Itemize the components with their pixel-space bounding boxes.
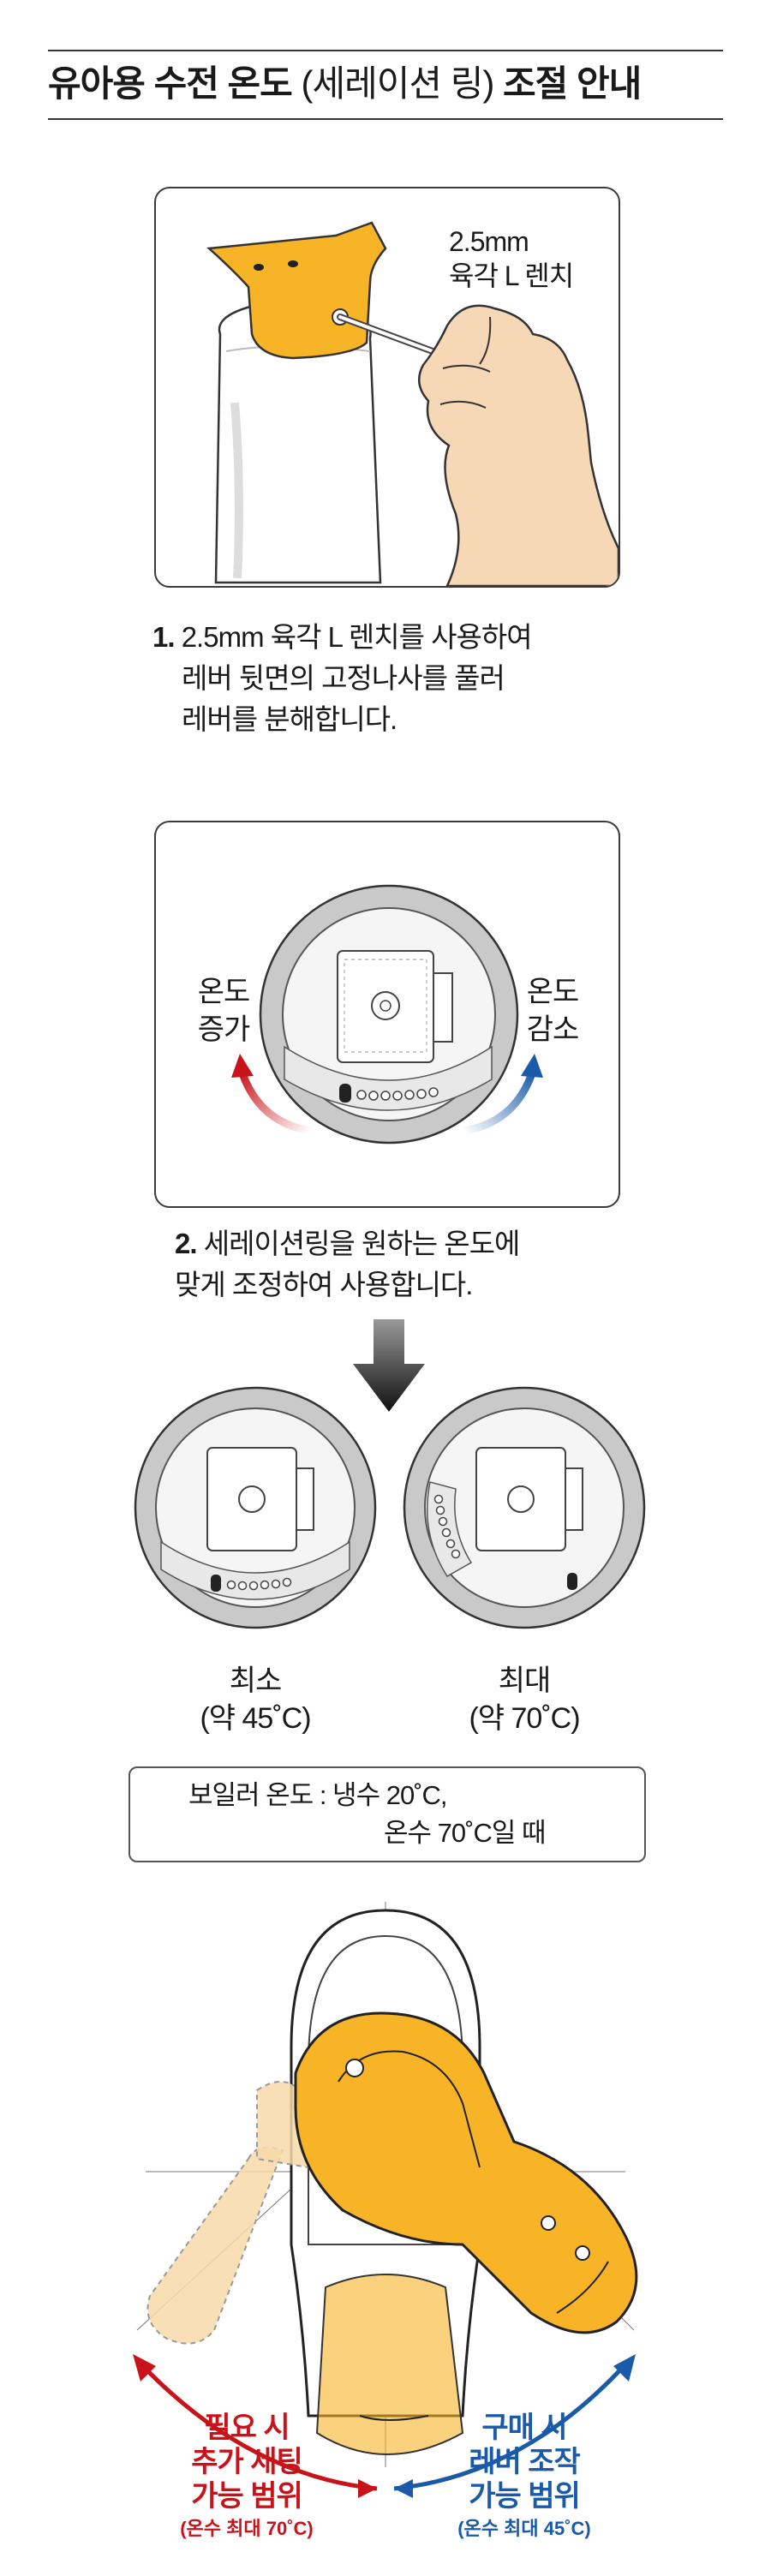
step1-instructions: 1. 2.5mm 육각 L 렌치를 사용하여 레버 뒷면의 고정나사를 풀러 레…	[152, 617, 532, 740]
step2-text1: 세레이션링을 원하는 온도에	[204, 1228, 520, 1259]
title-light-part: (세레이션 링)	[302, 63, 494, 104]
decrease-label: 온도 감소	[514, 973, 591, 1049]
min-setting-label: 최소 (약 45˚C)	[161, 1662, 350, 1737]
step1-line2: 레버 뒷면의 고정나사를 풀러	[152, 658, 532, 699]
step2-illustration-panel: 온도 증가 온도 감소	[154, 821, 620, 1208]
step2-line1: 2. 세레이션링을 원하는 온도에	[175, 1223, 519, 1264]
extra-setting-range-label: 필요 시 추가 세팅 가능 범위 (온수 최대 70˚C)	[152, 2411, 341, 2541]
max-temp: (약 70˚C)	[430, 1700, 619, 1737]
step1-text1: 2.5mm 육각 L 렌치를 사용하여	[182, 621, 532, 653]
step2-number: 2.	[175, 1228, 197, 1259]
decrease-line2: 감소	[514, 1011, 591, 1049]
step1-illustration-panel: 2.5mm 육각 L 렌치	[154, 187, 620, 588]
step1-line3: 레버를 분해합니다.	[152, 699, 532, 740]
wrench-label: 2.5mm 육각 L 렌치	[449, 224, 573, 293]
boiler-note-line1: 보일러 온도 : 냉수 20˚C,	[188, 1777, 447, 1814]
step1-number: 1.	[152, 621, 175, 653]
title-rule-bottom	[48, 118, 723, 120]
boiler-note-line2: 온수 70˚C일 때	[384, 1814, 546, 1852]
min-label: 최소	[161, 1662, 350, 1700]
lever-range-illustration	[0, 1885, 771, 2519]
extra-line2: 추가 세팅	[152, 2445, 341, 2479]
step1-line1: 1. 2.5mm 육각 L 렌치를 사용하여	[152, 617, 532, 658]
title-bold-main: 유아용 수전 온도	[48, 63, 292, 104]
purchase-line2: 레버 조작	[430, 2445, 619, 2479]
max-setting-label: 최대 (약 70˚C)	[430, 1662, 619, 1737]
purchase-sub: (온수 최대 45˚C)	[430, 2513, 619, 2541]
wrench-label-line1: 2.5mm	[449, 224, 573, 259]
purchase-line1: 구매 시	[430, 2411, 619, 2445]
decrease-line1: 온도	[514, 973, 591, 1011]
increase-line2: 증가	[185, 1011, 262, 1049]
purchase-range-label: 구매 시 레버 조작 가능 범위 (온수 최대 45˚C)	[430, 2411, 619, 2541]
increase-label: 온도 증가	[185, 973, 262, 1049]
page-title: 유아용 수전 온도 (세레이션 링) 조절 안내	[48, 50, 723, 118]
boiler-note-box: 보일러 온도 : 냉수 20˚C, 온수 70˚C일 때	[128, 1766, 646, 1862]
increase-line1: 온도	[185, 973, 262, 1011]
max-setting-ring	[396, 1379, 653, 1636]
min-temp: (약 45˚C)	[161, 1700, 350, 1737]
purchase-line3: 가능 범위	[430, 2479, 619, 2513]
step2-line2: 맞게 조정하여 사용합니다.	[175, 1264, 519, 1306]
step2-instructions: 2. 세레이션링을 원하는 온도에 맞게 조정하여 사용합니다.	[175, 1223, 519, 1306]
min-setting-ring	[127, 1379, 384, 1636]
extra-line3: 가능 범위	[152, 2479, 341, 2513]
title-bold-tail: 조절 안내	[503, 63, 641, 104]
max-label: 최대	[430, 1662, 619, 1700]
wrench-label-line2: 육각 L 렌치	[449, 259, 573, 293]
extra-sub: (온수 최대 70˚C)	[152, 2513, 341, 2541]
extra-line1: 필요 시	[152, 2411, 341, 2445]
